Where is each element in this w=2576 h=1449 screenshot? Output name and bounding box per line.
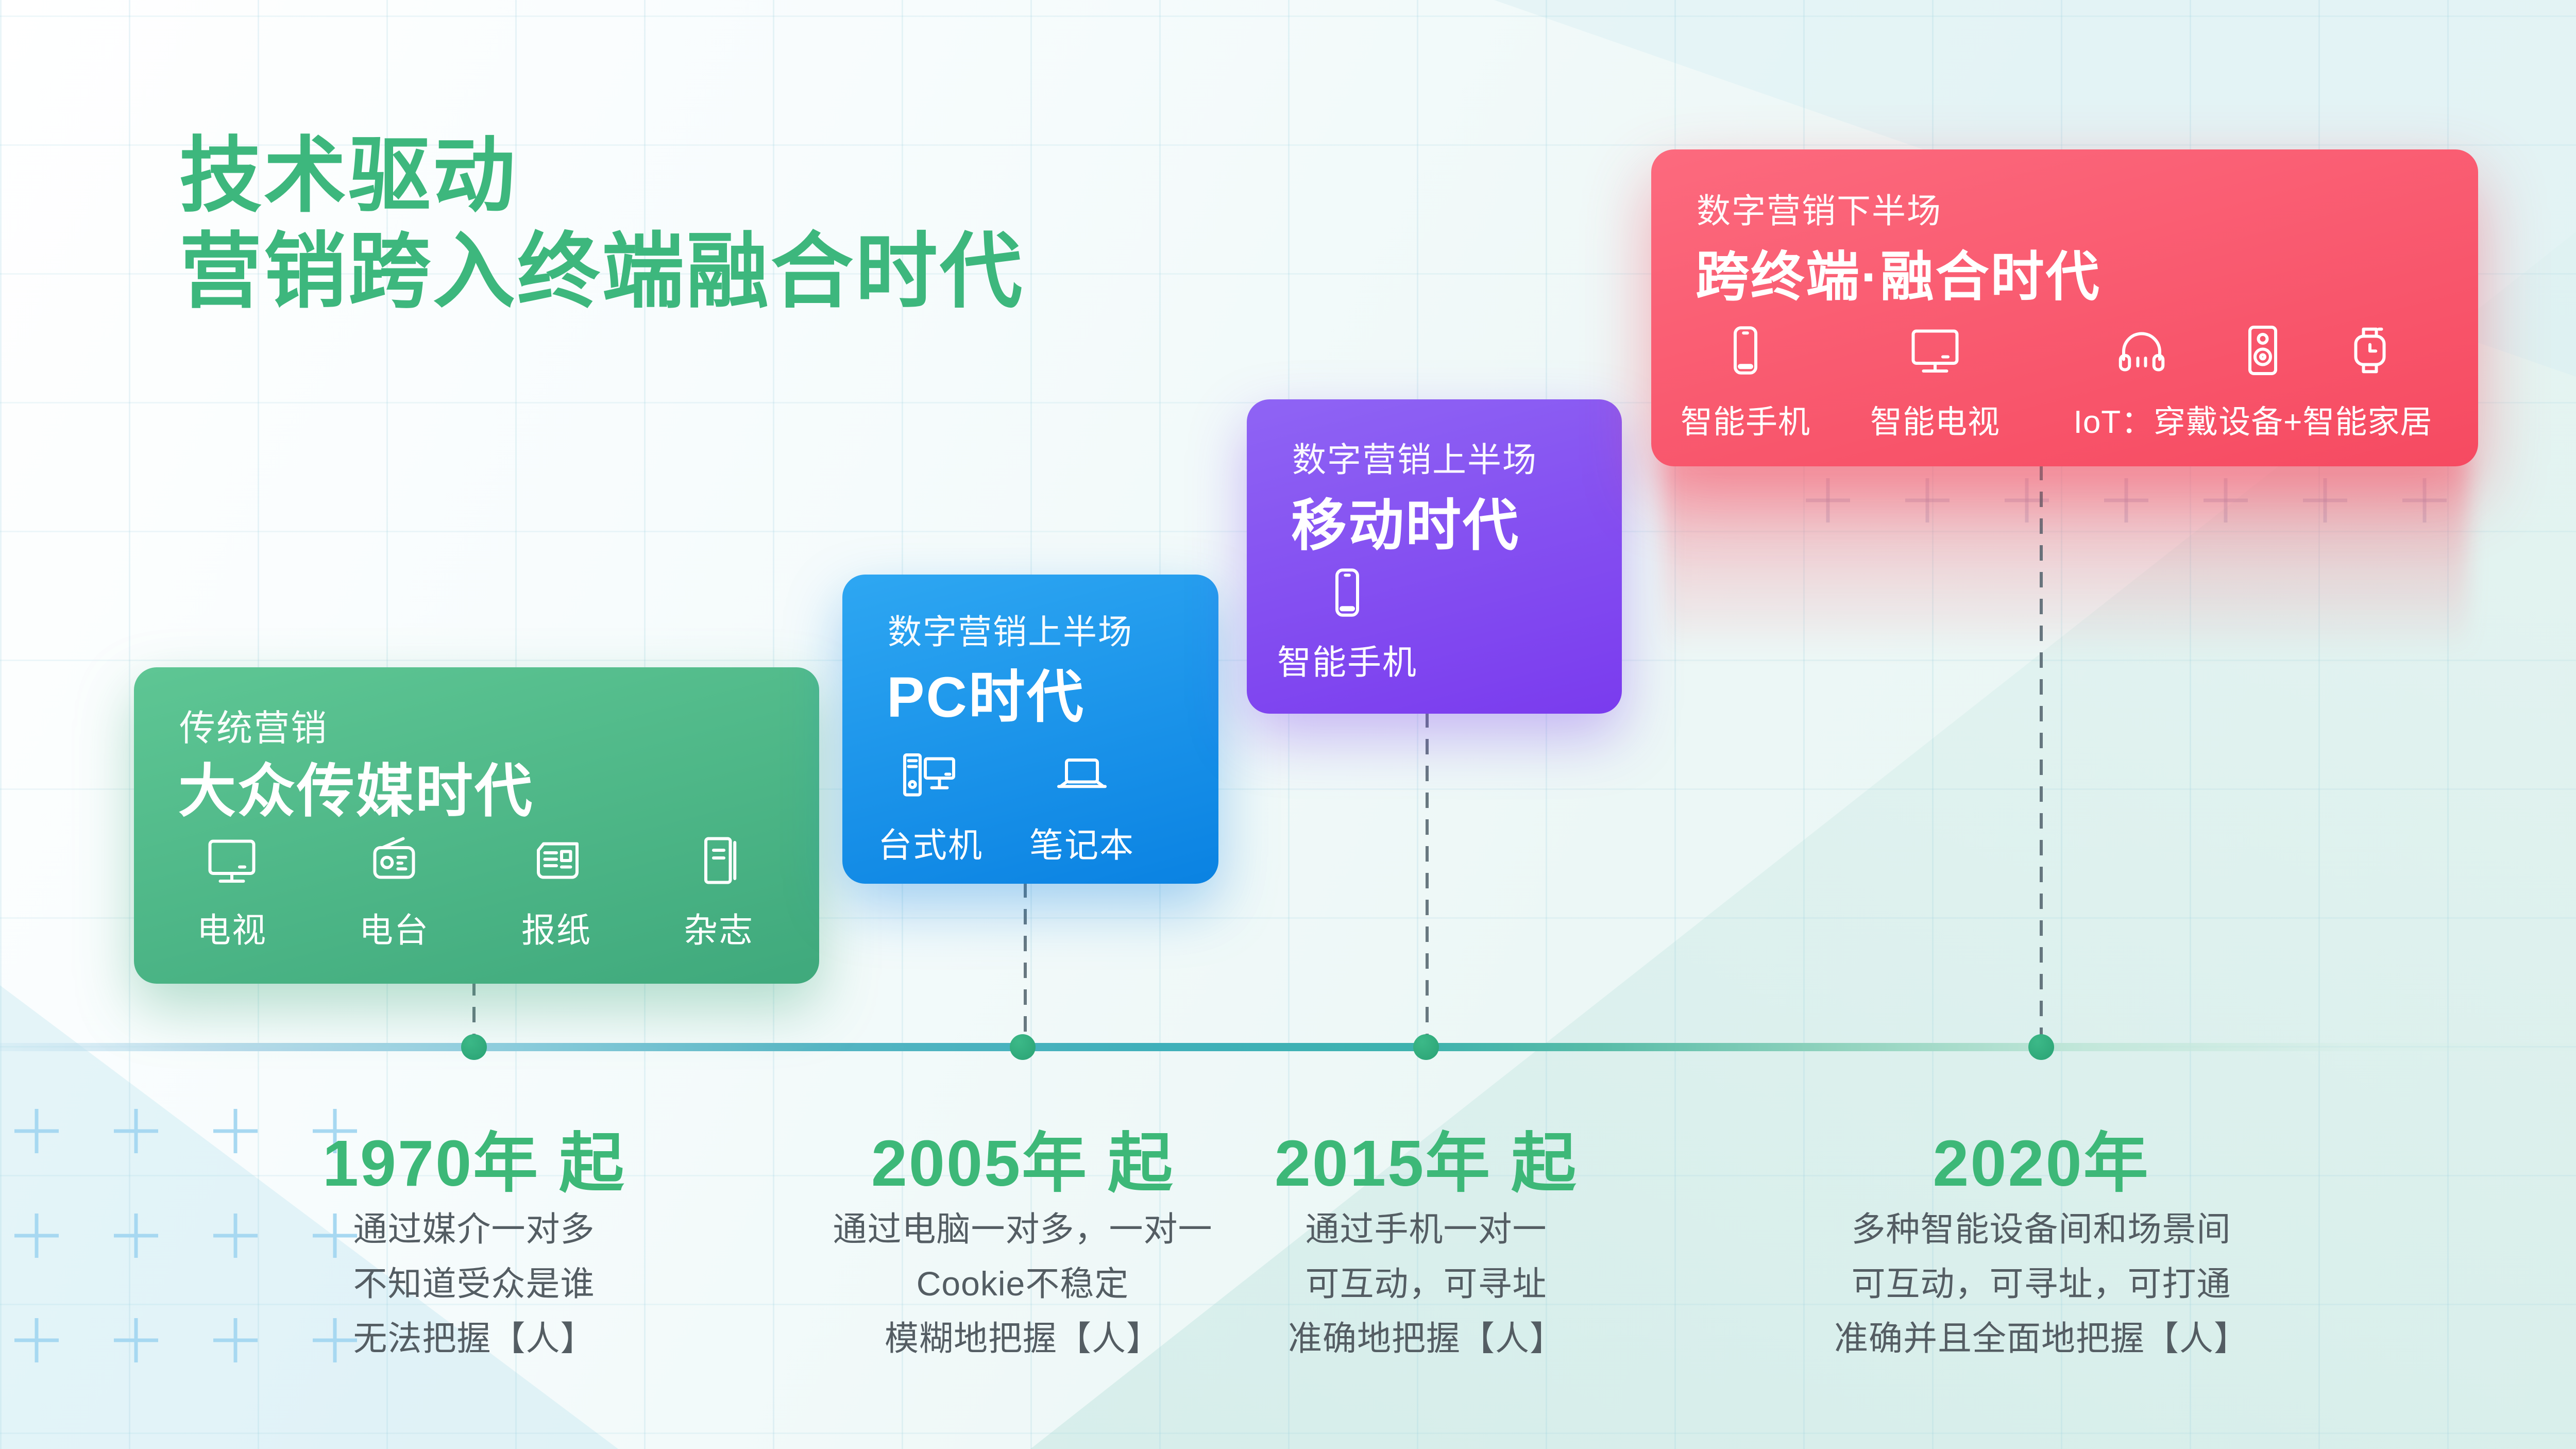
plus-icon (14, 1318, 59, 1362)
desc-line: 可互动，可寻址，可打通 (1851, 1265, 2231, 1303)
desc-line: 通过电脑一对多，一对一 (833, 1210, 1213, 1248)
plus-icon (114, 1214, 158, 1258)
device-label: 电台 (359, 911, 429, 949)
card-title: 大众传媒时代 (178, 759, 534, 823)
tv-icon (201, 830, 263, 891)
timeline-axis (0, 1043, 2576, 1051)
device-newspaper: 报纸 (505, 830, 608, 952)
red-card-glow (1664, 453, 2468, 654)
page-title: 技术驱动 营销跨入终端融合时代 (179, 128, 1024, 319)
card-subtitle: 传统营销 (179, 708, 328, 748)
era-description-2005: 通过电脑一对多，一对一 Cookie不稳定 模糊地把握【人】 (739, 1202, 1306, 1366)
timeline-dot-2015 (1413, 1034, 1439, 1060)
card-traditional-media-era: 传统营销 大众传媒时代 电视 电台 (134, 667, 819, 984)
device-label: 杂志 (684, 911, 754, 949)
card-title: 移动时代 (1291, 494, 1520, 557)
device-desktop: 台式机 (871, 745, 990, 867)
timeline-dot-2005 (1010, 1034, 1036, 1060)
page-title-line1: 技术驱动 (179, 129, 518, 222)
page-title-line2: 营销跨入终端融合时代 (179, 225, 1025, 317)
plus-icon (14, 1214, 59, 1258)
device-radio: 电台 (343, 830, 446, 952)
smartwatch-icon (2339, 319, 2401, 381)
year-label-2015: 2015年 起 (1274, 1127, 1578, 1200)
card-subtitle: 数字营销上半场 (888, 613, 1133, 651)
connector-2005 (1024, 882, 1027, 1048)
plus-icon (14, 1109, 59, 1153)
era-description-1970: 通过媒介一对多 不知道受众是谁 无法把握【人】 (191, 1202, 757, 1366)
monitor-icon (1904, 319, 1966, 381)
year-label-2005: 2005年 起 (871, 1127, 1175, 1200)
connector-1970 (472, 980, 476, 1048)
card-title: PC时代 (887, 666, 1085, 729)
smartphone-icon (1316, 562, 1378, 624)
card-subtitle: 数字营销下半场 (1697, 192, 1942, 230)
desc-line: 通过媒介一对多 (353, 1210, 595, 1248)
desc-line: 通过手机一对一 (1305, 1210, 1547, 1248)
device-label: IoT：穿戴设备+智能家居 (2073, 405, 2433, 440)
card-pc-era: 数字营销上半场 PC时代 台式机 笔记本 (842, 575, 1218, 884)
desc-line: 准确地把握【人】 (1288, 1319, 1564, 1357)
card-subtitle: 数字营销上半场 (1292, 441, 1537, 479)
desc-line: 模糊地把握【人】 (885, 1319, 1161, 1357)
newspaper-icon (526, 830, 587, 891)
desc-line: 无法把握【人】 (353, 1319, 595, 1357)
desc-line: 不知道受众是谁 (353, 1265, 595, 1303)
plus-icon (114, 1318, 158, 1362)
device-label: 报纸 (521, 911, 591, 949)
device-label: 智能手机 (1680, 405, 1810, 440)
card-title: 跨终端·融合时代 (1696, 247, 2101, 307)
device-label: 智能电视 (1870, 405, 2000, 440)
device-tv: 电视 (180, 830, 283, 952)
desc-line: 可互动，可寻址 (1305, 1265, 1547, 1303)
device-magazine: 杂志 (667, 830, 770, 952)
device-smartphone: 智能手机 (1277, 562, 1416, 684)
desc-line: Cookie不稳定 (916, 1265, 1129, 1303)
device-label: 电视 (197, 911, 267, 949)
era-description-2015: 通过手机一对一 可互动，可寻址 准确地把握【人】 (1143, 1202, 1709, 1366)
timeline-dot-1970 (461, 1034, 487, 1060)
device-label: 智能手机 (1277, 643, 1417, 681)
device-laptop: 笔记本 (1023, 745, 1141, 867)
year-label-2020: 2020年 (1933, 1127, 2150, 1200)
device-label: 台式机 (878, 826, 983, 864)
desc-line: 准确并且全面地把握【人】 (1834, 1319, 2248, 1357)
era-description-2020: 多种智能设备间和场景间 可互动，可寻址，可打通 准确并且全面地把握【人】 (1758, 1202, 2325, 1366)
plus-icon (114, 1109, 158, 1153)
headphones-icon (2111, 319, 2173, 381)
card-mobile-era: 数字营销上半场 移动时代 智能手机 (1247, 399, 1622, 714)
timeline-dot-2020 (2028, 1034, 2054, 1060)
connector-2015 (1426, 712, 1429, 1048)
radio-icon (363, 830, 425, 891)
connector-2020 (2040, 465, 2043, 1048)
desc-line: 多种智能设备间和场景间 (1851, 1210, 2231, 1248)
smartphone-icon (1715, 319, 1776, 381)
device-label: 笔记本 (1029, 826, 1134, 864)
card-fusion-era: 数字营销下半场 跨终端·融合时代 (1651, 149, 2478, 466)
speaker-icon (2232, 319, 2294, 381)
magazine-icon (688, 830, 750, 891)
year-label-1970: 1970年 起 (322, 1127, 626, 1200)
laptop-icon (1048, 745, 1115, 806)
desktop-icon (897, 745, 964, 806)
